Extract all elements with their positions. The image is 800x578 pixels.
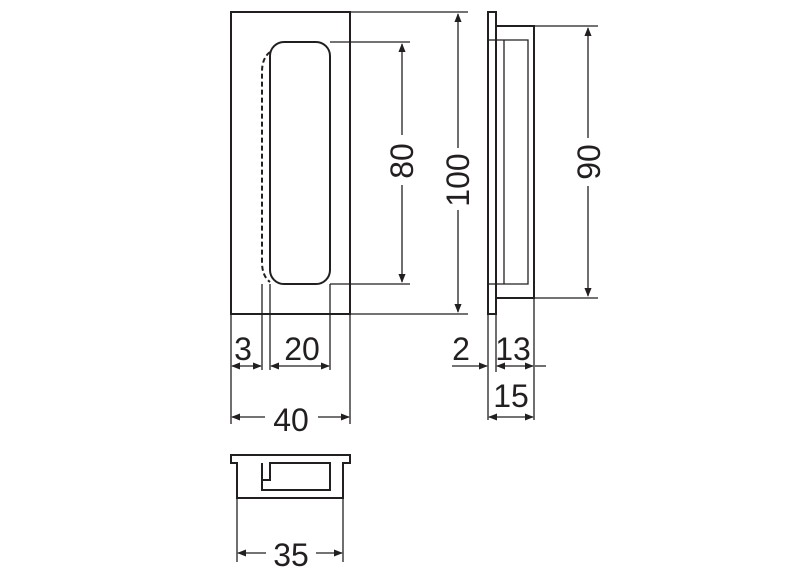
recess-hidden-edge [261, 51, 271, 283]
flange-label: 3 [234, 331, 252, 367]
side-profile-outline [487, 11, 535, 315]
dimension-overall-height: 100 [440, 13, 476, 313]
bottom-profile-outline [230, 454, 351, 499]
dimension-recess-height: 80 [384, 43, 420, 283]
dimension-front-width: 40 [231, 402, 350, 438]
bottom-channel [261, 462, 331, 491]
side-body-label: 13 [495, 331, 531, 367]
dimension-bottom-width: 35 [237, 537, 343, 573]
front-view [230, 11, 351, 315]
dimension-side-height: 90 [571, 27, 607, 297]
dimension-flange-inner: 3 20 [231, 331, 330, 370]
dimension-lip-body: 2 13 [452, 331, 546, 370]
side-extension-lines [487, 25, 598, 420]
bottom-view [230, 454, 351, 499]
front-width-label: 40 [273, 402, 309, 438]
recess-outline [269, 41, 331, 285]
bottom-extension-lines [236, 498, 344, 562]
front-plate-outline [230, 11, 351, 315]
side-inner-wall [496, 39, 529, 285]
side-view [487, 11, 535, 315]
dimension-side-depth: 15 [488, 378, 534, 421]
bottom-width-label: 35 [273, 537, 309, 573]
side-height-label: 90 [571, 144, 607, 180]
inner-width-label: 20 [284, 331, 320, 367]
side-depth-label: 15 [493, 378, 529, 414]
recess-height-label: 80 [384, 143, 420, 179]
front-extension-lines [230, 11, 468, 424]
side-lip-label: 2 [452, 331, 470, 367]
overall-height-label: 100 [440, 153, 476, 206]
